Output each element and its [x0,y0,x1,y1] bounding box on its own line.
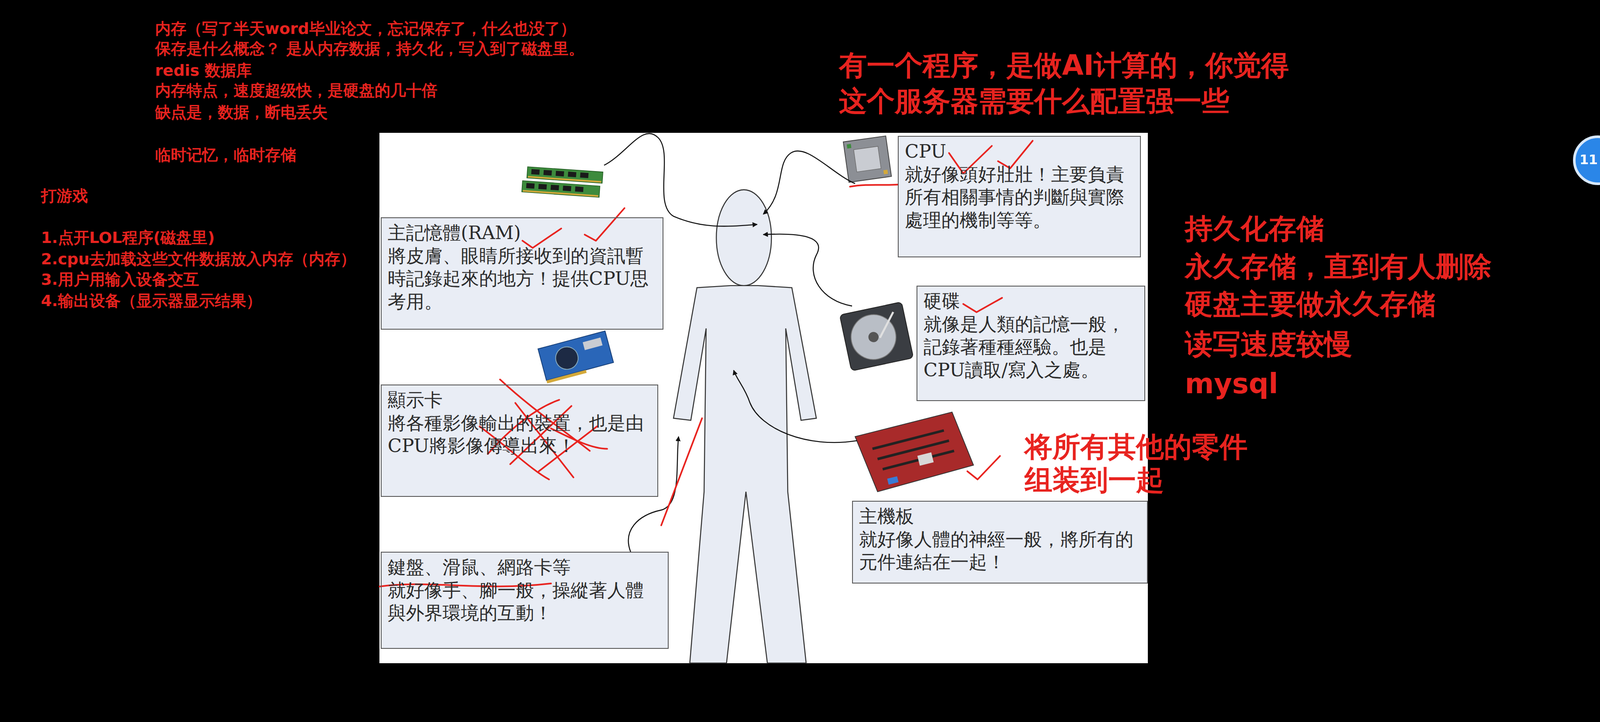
annotation-text: 这个服务器需要什么配置强一些 [838,85,1230,118]
leader-arrows [604,133,858,553]
annotation-text: 打游戏 [40,186,88,206]
annotation-text: 有一个程序，是做AI计算的，你觉得 [838,49,1289,82]
gpu-icon [537,331,615,384]
box-description: 將各種影像輸出的裝置，也是由CPU將影像傳導出來！ [387,412,652,458]
box-description: 就好像手、腳一般，操縱著人體與外界環境的互動！ [387,579,662,626]
page-badge [1574,136,1600,184]
component-box: 主機板就好像人體的神經一般，將所有的元件連結在一起！ [852,500,1148,584]
box-heading: 主機板 [859,505,1141,529]
box-fill [380,384,659,498]
annotation-text: 3.用户用输入设备交互 [40,270,200,289]
cpu-icon [843,135,892,183]
component-box: 硬碟就像是人類的記憶一般，記錄著種種經驗。也是CPU讀取/寫入之處。 [916,285,1146,402]
annotation-text: redis 数据库 [155,60,252,80]
box-heading: 硬碟 [923,290,1139,314]
component-box: 主記憶體(RAM)將皮膚、眼睛所接收到的資訊暫時記錄起來的地方！提供CPU思考用… [380,217,664,330]
box-description: 就像是人類的記憶一般，記錄著種種經驗。也是CPU讀取/寫入之處。 [923,313,1139,383]
motherboard-icon [855,412,974,492]
page-number: 11 [1579,152,1598,168]
annotation-text: 2.cpu去加载这些文件数据放入内存（内存） [40,249,356,269]
ram-icon [521,166,603,198]
annotation-text: 将所有其他的零件 [1024,431,1248,464]
box-heading: CPU [904,140,1134,164]
annotation-text: 组装到一起 [1024,464,1164,497]
annotation-text: 缺点是，数据，断电丢失 [155,102,328,122]
component-box: CPU就好像頭好壯壯！主要負責所有相關事情的判斷與實際處理的機制等等。 [897,135,1141,258]
annotation-text: 永久存储，直到有人删除 [1184,250,1492,284]
annotation-text: 保存是什么概念？ 是从内存数据，持久化，写入到了磁盘里。 [155,39,585,58]
box-fill [380,551,669,650]
annotation-text: 持久化存储 [1184,213,1325,246]
box-description: 將皮膚、眼睛所接收到的資訊暫時記錄起來的地方！提供CPU思考用。 [387,244,657,314]
annotation-text: 1.点开LOL程序(磁盘里) [40,228,215,247]
annotation-text: 临时记忆，临时存储 [155,145,297,165]
component-box: 顯示卡將各種影像輸出的裝置，也是由CPU將影像傳導出來！ [380,384,659,498]
annotation-text: 硬盘主要做永久存储 [1184,288,1436,321]
box-fill [897,135,1141,258]
box-fill [852,500,1148,584]
annotation-text: 4.输出设备（显示器显示结果） [40,291,262,311]
box-description: 就好像人體的神經一般，將所有的元件連結在一起！ [859,528,1141,575]
annotation-text: 内存（写了半天word毕业论文，忘记保存了，什么也没了） [155,19,576,38]
box-heading: 主記憶體(RAM) [387,221,657,245]
box-fill [380,217,664,330]
annotation-text: mysql [1184,368,1279,401]
image-panel [379,132,1148,664]
box-fill [916,285,1146,402]
component-box: 鍵盤、滑鼠、網路卡等就好像手、腳一般，操縱著人體與外界環境的互動！ [380,551,669,650]
hdd-icon [839,301,914,372]
box-description: 就好像頭好壯壯！主要負責所有相關事情的判斷與實際處理的機制等等。 [904,163,1134,233]
box-heading: 顯示卡 [387,389,652,413]
box-heading: 鍵盤、滑鼠、網路卡等 [387,556,662,580]
annotation-text: 内存特点，速度超级快，是硬盘的几十倍 [155,81,438,100]
human-figure [673,189,817,664]
annotation-text: 读写速度较慢 [1184,328,1353,361]
